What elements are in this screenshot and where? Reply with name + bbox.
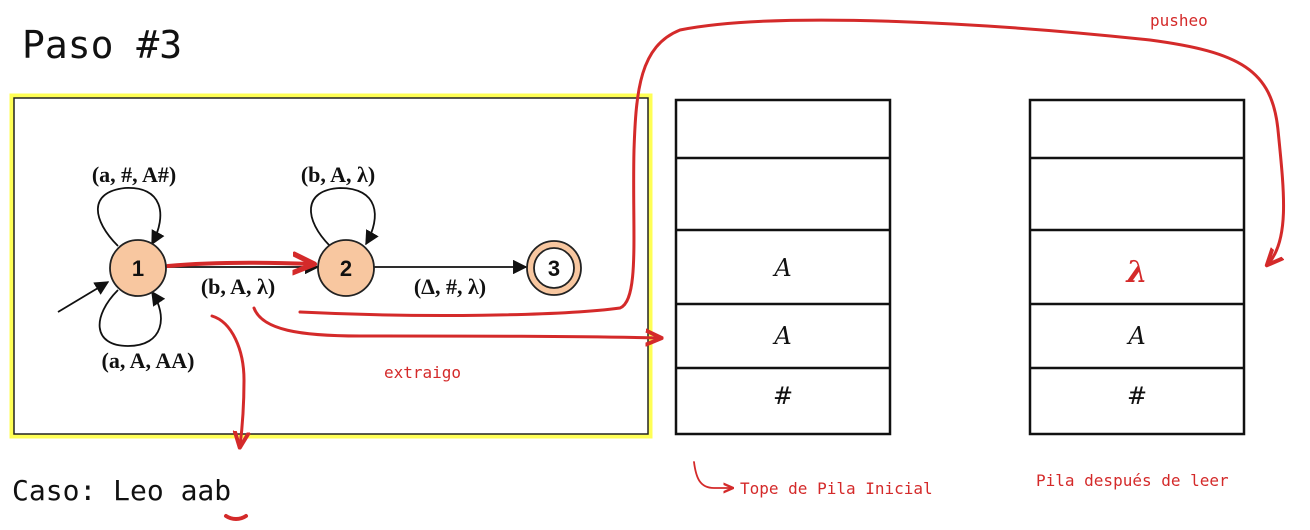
stack-initial-cell-3: A: [772, 322, 791, 350]
loop-2-label: (b, A, λ): [301, 162, 375, 187]
state-2-label: 2: [340, 256, 352, 281]
loop-1-top-label: (a, #, A#): [92, 162, 176, 187]
state-1-label: 1: [132, 256, 144, 281]
stack-after-cell-2: λ: [1124, 255, 1147, 290]
loop-1-top-edge: [97, 187, 165, 247]
loop-2-edge: [310, 187, 379, 247]
automaton-frame-inner: [13, 97, 649, 435]
push-arrow: [298, 18, 1285, 317]
loop-1-bottom-edge: [98, 289, 166, 347]
state-1: 1: [109, 239, 167, 297]
top-pointer-arrow: [693, 461, 732, 488]
caption: Caso: Leo aab: [12, 474, 231, 507]
edge-1-2-label: (b, A, λ): [201, 274, 275, 299]
edge-2-3-label: (Δ, #, λ): [414, 274, 486, 299]
automaton-frame: [9, 93, 653, 439]
stack-initial-cell-2: A: [772, 254, 791, 282]
loop-1-bottom-label: (a, A, AA): [102, 348, 195, 373]
pop-annotation: extraigo: [384, 363, 461, 382]
stack-after-label: Pila después de leer: [1036, 471, 1229, 490]
caption-arrow: [210, 314, 244, 446]
edge-1-2-highlight: [166, 263, 312, 266]
stack-initial-cell-4: #: [773, 382, 793, 410]
start-arrow: [57, 281, 110, 313]
state-3-label: 3: [548, 256, 560, 281]
state-3-accepting: 3: [526, 240, 582, 296]
stack-after-cell-3: A: [1126, 322, 1145, 350]
stack-initial: A A #: [674, 98, 892, 436]
page-title: Paso #3: [22, 23, 182, 67]
stack-initial-label: Tope de Pila Inicial: [740, 479, 933, 498]
push-annotation: pusheo: [1150, 11, 1208, 30]
state-2: 2: [317, 239, 375, 297]
caption-underline-mark: [224, 514, 248, 521]
stack-after-cell-4: #: [1127, 382, 1147, 410]
pop-arrow: [252, 306, 660, 338]
stack-after: λ A #: [1028, 98, 1246, 436]
